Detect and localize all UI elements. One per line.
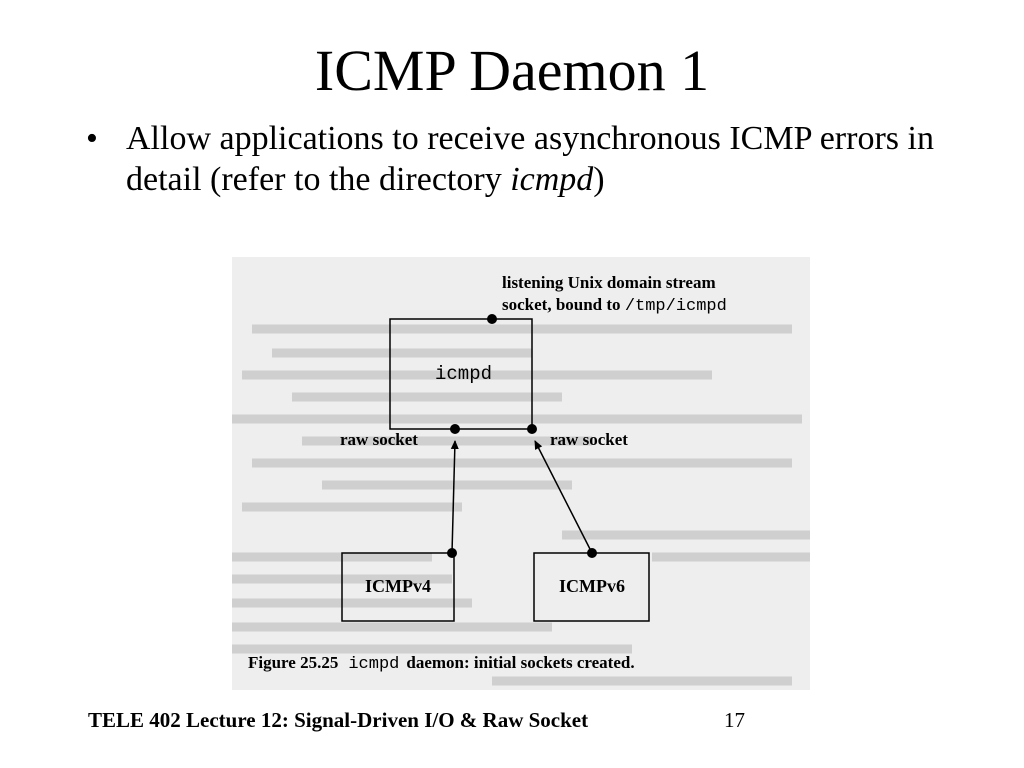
page-number: 17 bbox=[724, 708, 745, 732]
raw-socket-label-right: raw socket bbox=[550, 430, 628, 449]
footer-course-title: TELE 402 Lecture 12: Signal-Driven I/O &… bbox=[88, 708, 589, 732]
bullet-text: Allow applications to receive asynchrono… bbox=[126, 120, 934, 198]
caption-daemon-name: icmpd bbox=[348, 655, 399, 674]
icmpd-raw-socket-dot-left bbox=[450, 424, 460, 434]
figure-diagram: listening Unix domain stream socket, bou… bbox=[232, 273, 810, 686]
slide-title: ICMP Daemon 1 bbox=[314, 38, 710, 103]
bleed-through-texture bbox=[232, 324, 810, 686]
socket-bound-label: socket, bound to bbox=[502, 295, 621, 314]
listening-label-line2: socket, bound to /tmp/icmpd bbox=[502, 295, 727, 316]
socket-path: /tmp/icmpd bbox=[625, 297, 727, 316]
raw-socket-label-left: raw socket bbox=[340, 430, 418, 449]
icmpd-box-label: icmpd bbox=[435, 363, 492, 385]
figure-caption: Figure 25.25 icmpd daemon: initial sockets… bbox=[248, 653, 635, 674]
caption-text: daemon: initial sockets created. bbox=[406, 653, 634, 672]
icmpv6-to-icmpd-arrow bbox=[534, 440, 593, 554]
icmpv4-label: ICMPv4 bbox=[365, 576, 431, 596]
bullet-text-end: ) bbox=[593, 161, 605, 198]
directory-name: icmpd bbox=[510, 161, 594, 198]
figure-scan: listening Unix domain stream socket, bou… bbox=[232, 257, 810, 690]
bullet-dot-icon: • bbox=[86, 120, 98, 157]
bullet-list: • Allow applications to receive asynchro… bbox=[84, 118, 964, 200]
listening-socket-dot bbox=[487, 314, 497, 324]
icmpd-box bbox=[389, 318, 533, 430]
icmpv4-box bbox=[341, 552, 455, 622]
listening-label-line1: listening Unix domain stream bbox=[502, 273, 716, 292]
icmpv6-label: ICMPv6 bbox=[559, 576, 625, 596]
icmpv4-to-icmpd-arrow bbox=[450, 440, 459, 554]
caption-figure-number: Figure 25.25 bbox=[248, 653, 338, 672]
icmpd-raw-socket-dot-right bbox=[527, 424, 537, 434]
bullet-item: • Allow applications to receive asynchro… bbox=[84, 118, 964, 200]
